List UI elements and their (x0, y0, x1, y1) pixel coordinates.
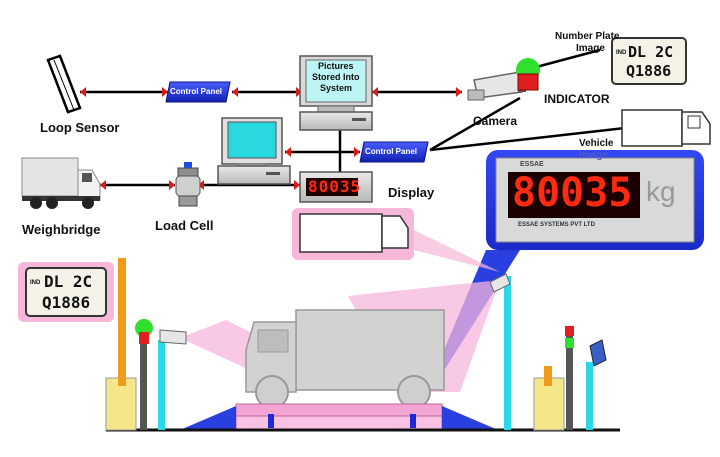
plate-line-1: DL 2C (628, 43, 674, 61)
weighbridge-label: Weighbridge (22, 222, 101, 237)
display-company: ESSAE SYSTEMS PVT LTD (518, 222, 595, 228)
display-label: Display (388, 185, 435, 200)
plate-left-side-mark: IND (30, 280, 41, 286)
indicator-lamp-icon (516, 58, 540, 91)
load-cell-icon (175, 162, 201, 207)
connection-lines (80, 48, 626, 187)
small-display-icon (299, 171, 373, 203)
monitor-icon (217, 117, 291, 185)
vehicle-label-1: Vehicle (579, 138, 614, 149)
control-panel-label-1: Control Panel (170, 87, 223, 96)
number-plate-label-2: Image (576, 43, 605, 54)
control-panel-box-2 (359, 141, 429, 163)
connector-arrows (80, 87, 462, 190)
left-barrier-icon (105, 258, 187, 431)
number-plate-top-frame (611, 37, 687, 85)
camera-label: Camera (473, 114, 518, 128)
pictures-label-1: Pictures (318, 61, 354, 71)
plate-left-line-2: Q1886 (42, 293, 91, 312)
display-highlight (292, 208, 500, 272)
vehicle-image-icon (621, 109, 711, 147)
display-maker: ESSAE (520, 161, 544, 168)
loop-sensor-label: Loop Sensor (40, 120, 120, 135)
pictures-label-2: Stored Into (312, 72, 360, 82)
plate-left-line-1: DL 2C (44, 272, 93, 291)
number-plate-label-1: Number Plate (555, 31, 620, 42)
plate-highlight-left (18, 262, 114, 322)
vehicle-label-2: Image (579, 150, 608, 161)
indicator-label: INDICATOR (544, 92, 610, 106)
plate-line-2: Q1886 (626, 62, 672, 80)
display-unit: kg (646, 176, 676, 207)
truck-icon (21, 157, 101, 209)
load-cell-label: Load Cell (155, 218, 214, 233)
control-panel-label-2: Control Panel (365, 147, 418, 156)
right-barrier-icon (489, 273, 607, 431)
computer-icon (299, 55, 373, 131)
small-display-value: 80035 (308, 177, 362, 196)
large-display-value: 80035 (512, 170, 633, 216)
loop-sensor-icon (46, 54, 82, 114)
lower-truck-icon (245, 309, 445, 409)
pictures-label-3: System (320, 83, 353, 93)
control-panel-box-1 (165, 81, 231, 103)
camera-icon (467, 71, 526, 101)
plate-side-mark: IND (616, 50, 627, 56)
